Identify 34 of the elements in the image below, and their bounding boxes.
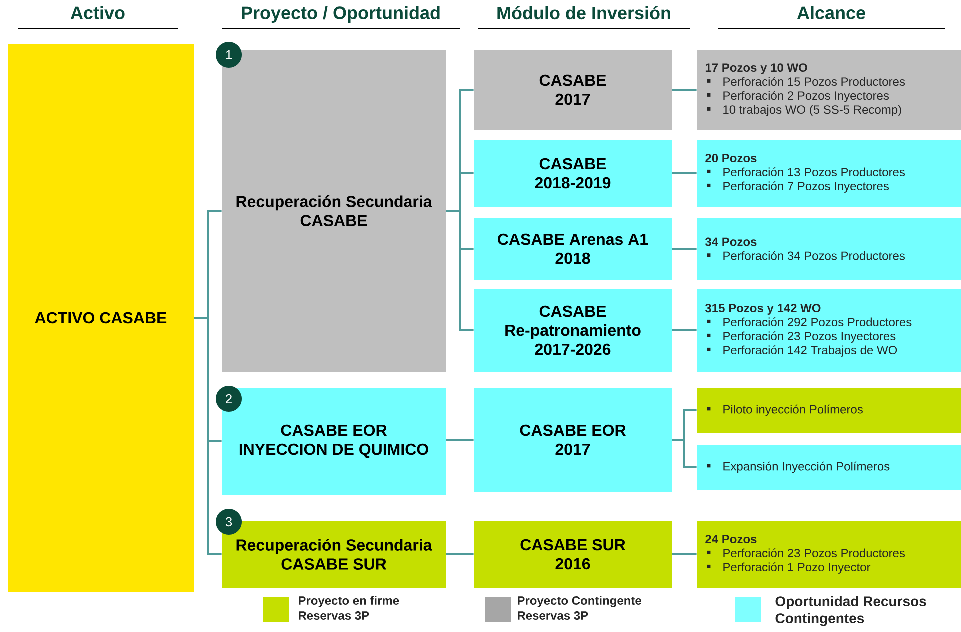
column-heading: Módulo de Inversión <box>478 6 690 30</box>
scope-box: 315 Pozos y 142 WO Perforación 292 Pozos Productores Perforación 23 Pozos Inyectores Perforación 142 Trabajos de WO <box>697 289 961 372</box>
connector-line <box>672 554 697 556</box>
connector-line <box>672 439 697 468</box>
legend-text: Proyecto en firme Reservas 3P <box>299 596 400 620</box>
connector-line <box>446 210 474 332</box>
module-box: CASABE SUR 2016 <box>474 521 672 588</box>
number-badge: 3 <box>216 509 242 535</box>
scope-box: 24 Pozos Perforación 23 Pozos Productores Perforación 1 Pozo Inyector <box>697 521 961 588</box>
connector-line <box>446 554 474 556</box>
scope-box: 20 Pozos Perforación 13 Pozos Productores Perforación 7 Pozos Inyectores <box>697 140 961 207</box>
connector-line <box>672 89 697 91</box>
asset-box: ACTIVO CASABE <box>8 44 194 592</box>
connector-line <box>446 439 474 441</box>
module-box: CASABE 2018-2019 <box>474 140 672 207</box>
legend-text: Proyecto Contingente Reservas 3P <box>518 596 642 620</box>
legend-text: Oportunidad Recursos Contingentes <box>776 596 926 626</box>
number-badge: 2 <box>216 386 242 412</box>
scope-box: 34 Pozos Perforación 34 Pozos Productores <box>697 218 961 280</box>
column-heading: Alcance <box>718 6 946 30</box>
connector-line <box>672 172 697 174</box>
scope-box: Expansión Inyección Polímeros <box>697 445 961 490</box>
module-box: CASABE EOR 2017 <box>474 388 672 492</box>
connector-line <box>194 317 222 556</box>
connector-line <box>672 330 697 332</box>
module-box: CASABE Arenas A1 2018 <box>474 218 672 280</box>
scope-box: 17 Pozos y 10 WO Perforación 15 Pozos Productores Perforación 2 Pozos Inyectores 10 trabajos WO (5 SS-5 Recomp) <box>697 50 961 130</box>
column-heading: Activo <box>18 6 178 30</box>
module-box: CASABE Re-patronamiento 2017-2026 <box>474 289 672 372</box>
number-badge: 1 <box>216 42 242 68</box>
connector-line <box>672 248 697 250</box>
module-box: CASABE 2017 <box>474 50 672 130</box>
column-heading: Proyecto / Oportunidad <box>222 6 460 30</box>
scope-box: Piloto inyección Polímeros <box>697 388 961 433</box>
